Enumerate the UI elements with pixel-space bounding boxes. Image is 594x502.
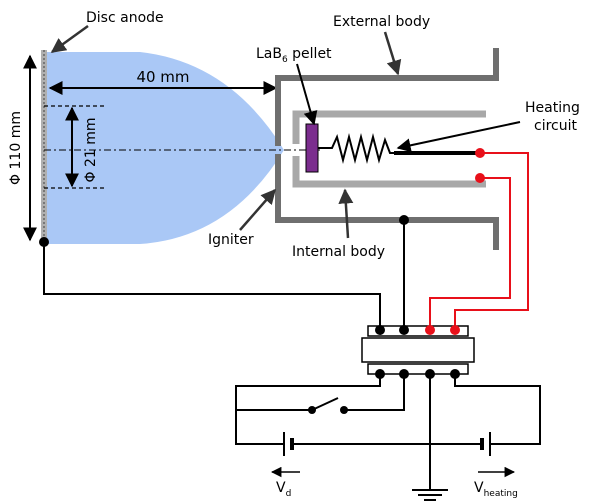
ground-icon xyxy=(412,489,448,501)
dimension-21-label: Φ 21 mm xyxy=(83,117,99,182)
external-body-pointer xyxy=(383,31,402,76)
heating-circuit-label-1: Heating xyxy=(525,100,580,116)
internal-body-label: Internal body xyxy=(292,244,385,260)
heating-wire-1 xyxy=(454,152,529,330)
lab6-main: LaB xyxy=(256,46,282,62)
heating-circuit-pointer xyxy=(396,121,521,153)
switch-lever xyxy=(311,397,339,411)
circuit-loop-right xyxy=(454,374,541,445)
vd-main: V xyxy=(276,480,286,496)
heating-terminal-1 xyxy=(475,148,485,158)
external-body-lower xyxy=(275,154,499,250)
disc-anode-pointer xyxy=(50,24,89,54)
lab6-pellet-pointer xyxy=(296,63,318,126)
vheating-main: V xyxy=(474,480,484,496)
igniter-pointer xyxy=(239,188,276,231)
anode-wire xyxy=(43,242,381,330)
terminal-block xyxy=(361,325,475,379)
disc-anode-label: Disc anode xyxy=(86,10,164,26)
vheating-subscript: heating xyxy=(484,489,518,499)
dimension-21 xyxy=(44,105,106,189)
battery-vheating xyxy=(480,432,491,456)
dimension-40-label: 40 mm xyxy=(136,68,189,86)
switch-contact-2 xyxy=(340,406,348,414)
dimension-110-label: Φ 110 mm xyxy=(8,111,24,185)
heating-terminal-2 xyxy=(475,173,485,183)
lab6-rest: pellet xyxy=(288,46,332,62)
battery-vd xyxy=(283,432,294,456)
internal-body-pointer xyxy=(338,188,354,239)
lab6-pellet-label: LaB6 pellet xyxy=(256,46,332,65)
lab6-pellet xyxy=(305,123,319,173)
heating-wire-2 xyxy=(429,177,511,330)
vd-subscript: d xyxy=(286,489,292,499)
plasma-plume xyxy=(44,52,284,244)
circuit-loop-left xyxy=(235,374,381,445)
internal-body-lower xyxy=(292,156,486,188)
heating-circuit-label-2: circuit xyxy=(534,118,577,134)
external-body-label: External body xyxy=(333,14,430,30)
lab6-subscript: 6 xyxy=(282,55,288,65)
external-body xyxy=(275,48,499,146)
igniter-label: Igniter xyxy=(208,232,254,248)
internal-body xyxy=(292,110,486,144)
disc-anode xyxy=(41,50,47,246)
heating-spring xyxy=(318,133,394,164)
vd-label: Vd xyxy=(276,480,291,499)
circuit-switch-right xyxy=(344,374,405,411)
vheating-label: Vheating xyxy=(474,480,518,499)
